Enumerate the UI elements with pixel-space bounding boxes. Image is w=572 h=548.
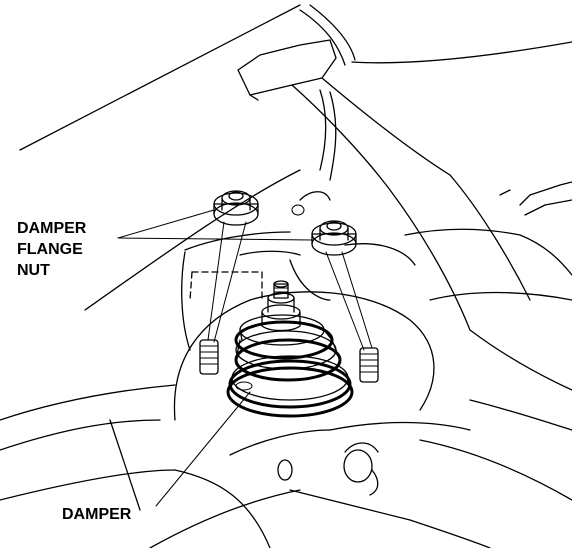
mounting-stud-right [359,347,379,383]
label-line-2: FLANGE [17,241,83,258]
upper-body-panel [19,4,572,311]
flange-nut-right [311,220,357,256]
leader-lines [117,209,313,507]
mounting-stud-left [199,339,219,375]
hidden-edge [189,271,263,301]
damper-flange-nut-label: DAMPER FLANGE NUT [17,218,86,281]
damper-label: DAMPER [62,506,132,523]
label-line-3: NUT [17,262,50,279]
label-line-1: DAMPER [17,220,87,237]
damper-assembly [226,280,354,418]
installation-guide-lines [207,221,373,351]
flange-nut-left [213,190,259,226]
right-body-structure [404,181,572,391]
strut-tower-top [173,191,435,421]
cross-member [237,39,531,331]
lower-body-panel [0,384,572,548]
